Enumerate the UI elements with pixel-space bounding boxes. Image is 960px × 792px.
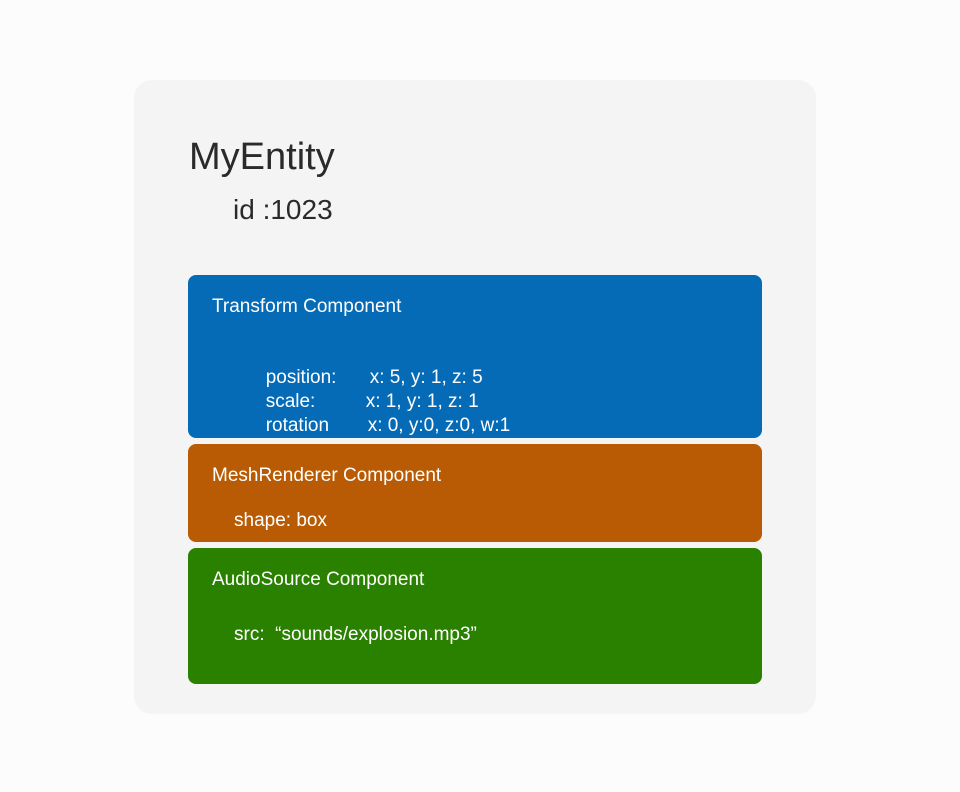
transform-position-key: position:: [265, 367, 337, 388]
meshrenderer-component-title: MeshRenderer Component: [212, 465, 442, 486]
transform-component: Transform Component position: x: 5, y: 1,…: [188, 275, 762, 438]
audiosource-component: AudioSource Component src: “sounds/explo…: [188, 548, 762, 684]
meshrenderer-component: MeshRenderer Component shape: box: [188, 444, 762, 542]
entity-name: MyEntity: [189, 136, 335, 178]
audiosource-src-row: src: “sounds/explosion.mp3”: [234, 624, 477, 645]
meshrenderer-shape-row: shape: box: [234, 510, 327, 531]
transform-position-row: position: x: 5, y: 1, z: 5: [234, 342, 483, 414]
audiosource-component-title: AudioSource Component: [212, 569, 425, 590]
transform-rotation-key: rotation: [265, 415, 330, 436]
transform-scale-value: x: 1, y: 1, z: 1: [365, 391, 479, 412]
transform-component-title: Transform Component: [212, 296, 402, 317]
transform-scale-key: scale:: [265, 391, 316, 412]
entity-id: id :1023: [233, 194, 333, 225]
transform-scale-row: scale: x: 1, y: 1, z: 1: [234, 366, 479, 438]
transform-rotation-value: x: 0, y:0, z:0, w:1: [367, 415, 511, 436]
transform-position-value: x: 5, y: 1, z: 5: [369, 367, 483, 388]
entity-card: MyEntity id :1023 Transform Component po…: [134, 80, 816, 714]
transform-rotation-row: rotation x: 0, y:0, z:0, w:1: [234, 390, 511, 462]
